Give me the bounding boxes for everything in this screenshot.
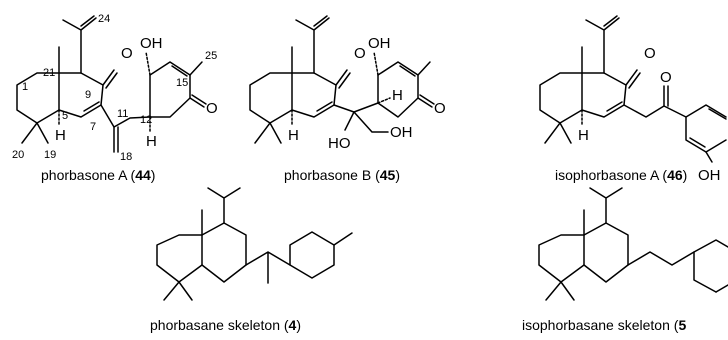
bonds-phorbasone-b (249, 15, 435, 144)
atom-number: 18 (120, 151, 132, 163)
structure-phorbasone-b: O OH O H H HO OH phorbasone B (45) (249, 15, 446, 183)
oxygen-label: O (206, 100, 218, 117)
hydroxyl-label: OH (698, 167, 721, 184)
hydrogen-label: H (288, 127, 299, 144)
structure-phorbasane-skeleton: phorbasane skeleton (4) (150, 187, 353, 333)
oxygen-label: O (121, 45, 133, 62)
bonds-isophorbasone-a (539, 15, 727, 163)
atom-number: 9 (85, 89, 91, 101)
caption-phorbasone-a: phorbasone A (44) (41, 167, 155, 183)
atom-number: 11 (117, 108, 128, 120)
oxygen-label: O (660, 69, 672, 86)
bonds-isophorbasane-skeleton (538, 187, 728, 301)
atom-number: 7 (90, 121, 96, 133)
caption-phorbasane-skeleton: phorbasane skeleton (4) (150, 317, 301, 333)
structure-phorbasone-a: O OH O H H 24 25 1 21 9 5 7 11 12 15 18 … (12, 13, 218, 183)
bonds-phorbasane-skeleton (156, 187, 353, 301)
hydroxyl-label: OH (140, 35, 163, 52)
atom-number: 5 (62, 110, 68, 122)
atom-number: 19 (44, 149, 56, 161)
atom-number: 21 (43, 67, 55, 79)
hydroxyl-label: OH (368, 35, 391, 52)
hydroxyl-label: HO (328, 135, 351, 152)
hydrogen-label: H (578, 127, 589, 144)
hydroxyl-label: OH (390, 124, 413, 141)
oxygen-label: O (644, 45, 656, 62)
bonds-phorbasone-a (16, 15, 207, 153)
atom-number: 12 (140, 114, 152, 126)
structure-isophorbasone-a: O O H OH isophorbasone A (46) (539, 15, 727, 184)
oxygen-label: O (354, 45, 366, 62)
atom-number: 20 (12, 149, 24, 161)
hydrogen-label: H (55, 127, 66, 144)
hydrogen-label: H (392, 87, 403, 104)
structure-isophorbasane-skeleton: isophorbasane skeleton (5 (522, 187, 728, 333)
hydrogen-label: H (146, 133, 157, 150)
atom-number: 15 (176, 77, 188, 89)
atom-number: 25 (205, 50, 217, 62)
atom-number: 24 (98, 13, 110, 25)
caption-isophorbasane-skeleton: isophorbasane skeleton (5 (522, 317, 686, 333)
caption-phorbasone-b: phorbasone B (45) (284, 167, 400, 183)
caption-isophorbasone-a: isophorbasone A (46) (555, 167, 687, 183)
atom-number: 1 (22, 81, 28, 93)
oxygen-label: O (434, 100, 446, 117)
